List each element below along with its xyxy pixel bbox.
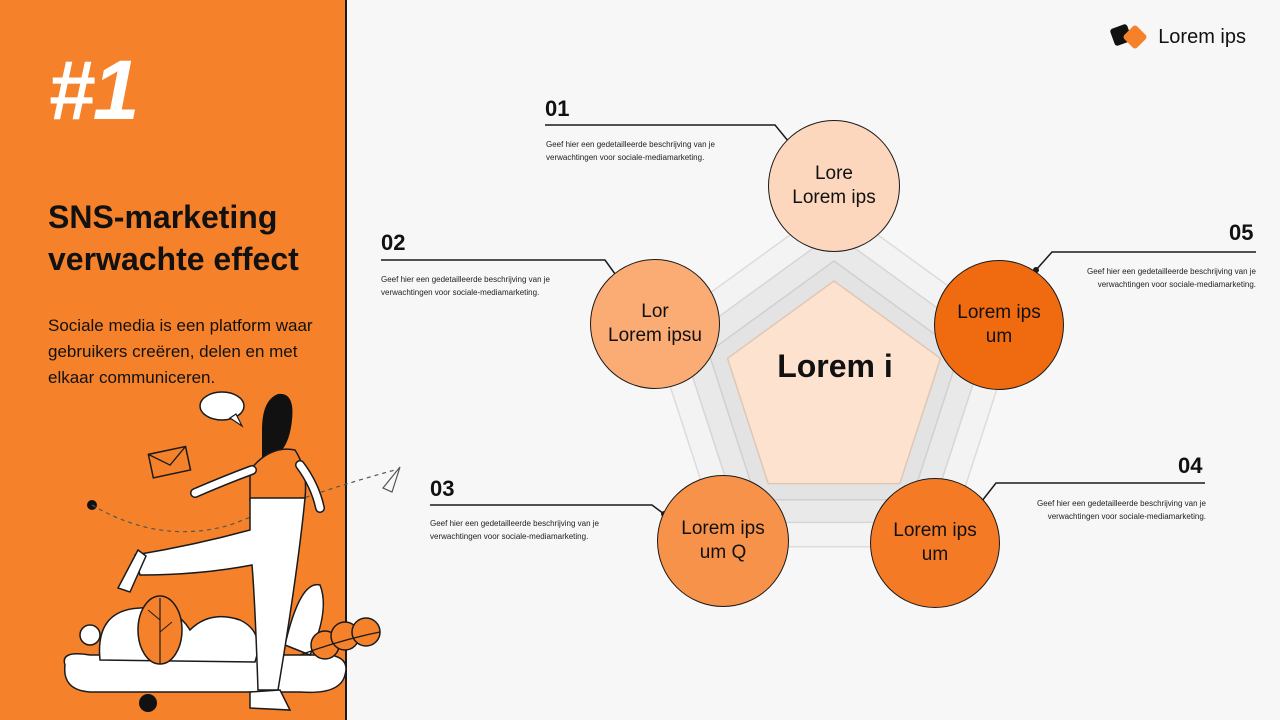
step-number-2: 02 — [381, 230, 406, 255]
brand: Lorem ips — [1110, 22, 1246, 52]
step-node-1[interactable]: Lore Lorem ips — [768, 120, 900, 252]
leader-line-4 — [977, 482, 1205, 507]
step-number-4: 04 — [1178, 453, 1203, 478]
slide-description: Sociale media is een platform waar gebru… — [48, 316, 313, 387]
step-node-5[interactable]: Lorem ips um — [934, 260, 1064, 390]
leader-line-3 — [430, 504, 665, 515]
brand-name: Lorem ips — [1158, 25, 1246, 48]
brand-logo-icon — [1110, 24, 1147, 49]
step-description-5: Geef hier een gedetailleerde beschrijvin… — [1087, 267, 1256, 289]
person-figure — [116, 393, 325, 711]
speech-bubble-icon — [199, 391, 245, 428]
slide-number: #1 — [48, 43, 139, 137]
left-panel: #1 SNS-marketing verwachte effect Social… — [0, 0, 347, 720]
step-number-5: 05 — [1229, 220, 1254, 245]
leaf-branch-icon — [299, 617, 381, 660]
center-label: Lorem i — [777, 348, 893, 384]
step-description-2: Geef hier een gedetailleerde beschrijvin… — [381, 275, 550, 297]
step-number-3: 03 — [430, 476, 455, 501]
step-node-4[interactable]: Lorem ips um — [870, 478, 1000, 608]
step-number-1: 01 — [545, 96, 570, 121]
step-description-4: Geef hier een gedetailleerde beschrijvin… — [1037, 499, 1206, 521]
step-node-2[interactable]: Lor Lorem ipsu — [590, 259, 720, 389]
pentagon-ring-4 — [726, 280, 942, 485]
person-walking-illustration — [63, 391, 401, 712]
envelope-icon — [147, 445, 192, 479]
step-description-3: Geef hier een gedetailleerde beschrijvin… — [430, 519, 599, 541]
leaf-icon — [137, 595, 183, 665]
arrow-icon — [382, 466, 401, 493]
step-description-1: Geef hier een gedetailleerde beschrijvin… — [546, 140, 715, 162]
slide-title: SNS-marketing verwachte effect — [48, 199, 299, 277]
leader-line-5 — [1035, 251, 1256, 271]
step-node-3[interactable]: Lorem ips um Q — [657, 475, 789, 607]
